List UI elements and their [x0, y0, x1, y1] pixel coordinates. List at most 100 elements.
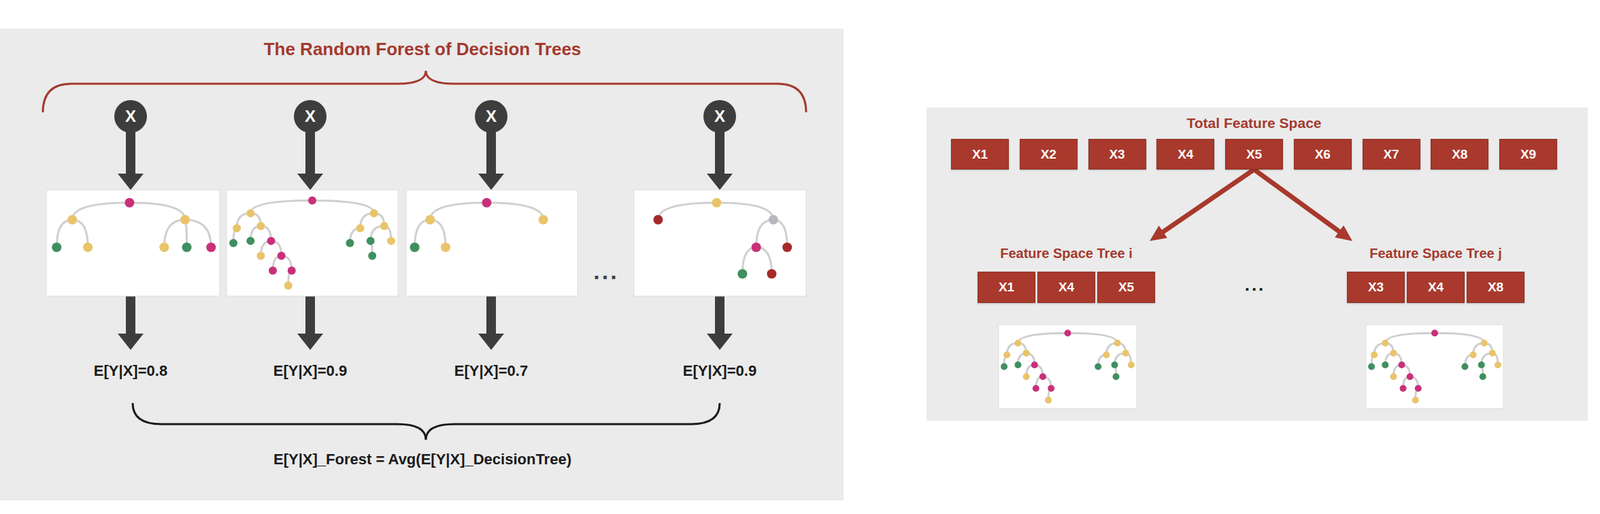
- input-circle: X: [474, 100, 508, 133]
- bracket: [42, 70, 807, 113]
- tree-node: [284, 280, 293, 290]
- input-circle: X: [703, 100, 737, 133]
- tree-node: [267, 236, 276, 245]
- decision-tree: [46, 189, 220, 296]
- tree-node: [246, 208, 255, 218]
- tree-node: [1400, 384, 1407, 392]
- tree-frame: [1365, 324, 1504, 409]
- tree-node: [1032, 384, 1040, 392]
- feature-box: X9: [1499, 138, 1558, 170]
- tree-frame: [226, 189, 398, 296]
- feature-box: X4: [1037, 271, 1096, 303]
- tree-branch: [163, 219, 186, 248]
- tree-node: [268, 266, 277, 275]
- value-label: E[Y|X]_Forest = Avg(E[Y|X]_DecisionTree): [273, 450, 572, 469]
- down-arrow: [478, 295, 505, 350]
- tree-node: [1494, 361, 1502, 369]
- tree-node: [67, 214, 77, 225]
- tree-node: [82, 242, 93, 252]
- tree-node: [1414, 384, 1422, 392]
- down-arrow: [478, 131, 505, 190]
- tree-node: [1114, 339, 1122, 347]
- tree-node: [1412, 396, 1420, 404]
- tree-node: [1480, 339, 1488, 347]
- tree-node: [1470, 351, 1477, 358]
- node-label: X: [304, 106, 316, 126]
- node-label: X8: [1451, 146, 1468, 162]
- tree-node: [1381, 339, 1389, 347]
- tree-node: [229, 238, 238, 247]
- node-label: X1: [972, 146, 988, 162]
- node-label: X: [125, 106, 137, 126]
- tree-branch: [716, 202, 773, 220]
- node-label: X5: [1246, 146, 1262, 162]
- feature-box: X6: [1293, 138, 1352, 170]
- panel-background: [0, 28, 844, 500]
- tree-node: [1122, 349, 1130, 357]
- down-arrow: [706, 131, 733, 190]
- tree-node: [159, 242, 169, 252]
- tree-node: [51, 242, 62, 252]
- tree-node: [1014, 361, 1022, 369]
- tree-node: [1406, 372, 1414, 380]
- tree-node: [1044, 396, 1052, 404]
- node-label: X3: [1108, 146, 1125, 162]
- tree-frame: [634, 189, 807, 296]
- down-arrow: [297, 131, 324, 190]
- bracket: [132, 402, 720, 440]
- tree-frame: [46, 189, 220, 296]
- tree-branch: [72, 202, 130, 220]
- tree-node: [1381, 361, 1389, 369]
- feature-box: X4: [1156, 138, 1215, 170]
- tree-node: [1370, 351, 1378, 358]
- tree-node: [1389, 372, 1397, 380]
- arrow-connector: [1254, 169, 1341, 232]
- tree-node: [1127, 361, 1135, 369]
- tree-node: [1489, 349, 1496, 357]
- feature-group: Feature Space Tree iX1X4X5: [977, 240, 1156, 303]
- tree-node: [182, 242, 192, 252]
- tree-branch: [312, 200, 375, 214]
- tree-node: [1023, 372, 1030, 380]
- diagram-title: The Random Forest of Decision Trees: [263, 38, 582, 60]
- feature-box: X8: [1466, 271, 1525, 303]
- node-label: X6: [1314, 146, 1331, 162]
- tree-node: [440, 242, 451, 252]
- down-arrow: [297, 295, 324, 350]
- tree-node: [538, 214, 549, 225]
- tree-node: [1479, 372, 1487, 380]
- tree-branch: [1434, 332, 1485, 343]
- node-label: X2: [1040, 146, 1057, 162]
- node-label: X9: [1520, 146, 1537, 162]
- group-heading: Feature Space Tree i: [1000, 240, 1133, 266]
- tree-node: [1368, 363, 1375, 371]
- node-label: X8: [1487, 279, 1504, 295]
- tree-node: [256, 221, 265, 230]
- tree-branch: [486, 202, 543, 220]
- tree-node: [232, 223, 241, 232]
- down-arrow: [117, 131, 144, 190]
- tree-node: [356, 223, 365, 232]
- node-label: X4: [1177, 146, 1194, 162]
- tree-node: [1478, 361, 1486, 369]
- tree-node: [1102, 351, 1110, 358]
- node-label: X3: [1368, 279, 1384, 295]
- tree-branch: [1068, 332, 1118, 343]
- tree-branch: [429, 202, 487, 220]
- tree-node: [410, 242, 420, 252]
- node-label: X1: [998, 279, 1015, 295]
- tree-node: [1111, 361, 1119, 369]
- tree-node: [481, 197, 492, 208]
- tree-node: [768, 214, 779, 225]
- arrow-connector: [1161, 169, 1254, 233]
- tree-node: [366, 236, 375, 245]
- tree-node: [425, 214, 435, 225]
- tree-node: [256, 251, 265, 260]
- tree-node: [751, 242, 762, 252]
- input-circle: X: [114, 100, 147, 133]
- tree-node: [287, 266, 296, 275]
- tree-branch: [756, 219, 774, 248]
- tree-branch: [250, 200, 313, 214]
